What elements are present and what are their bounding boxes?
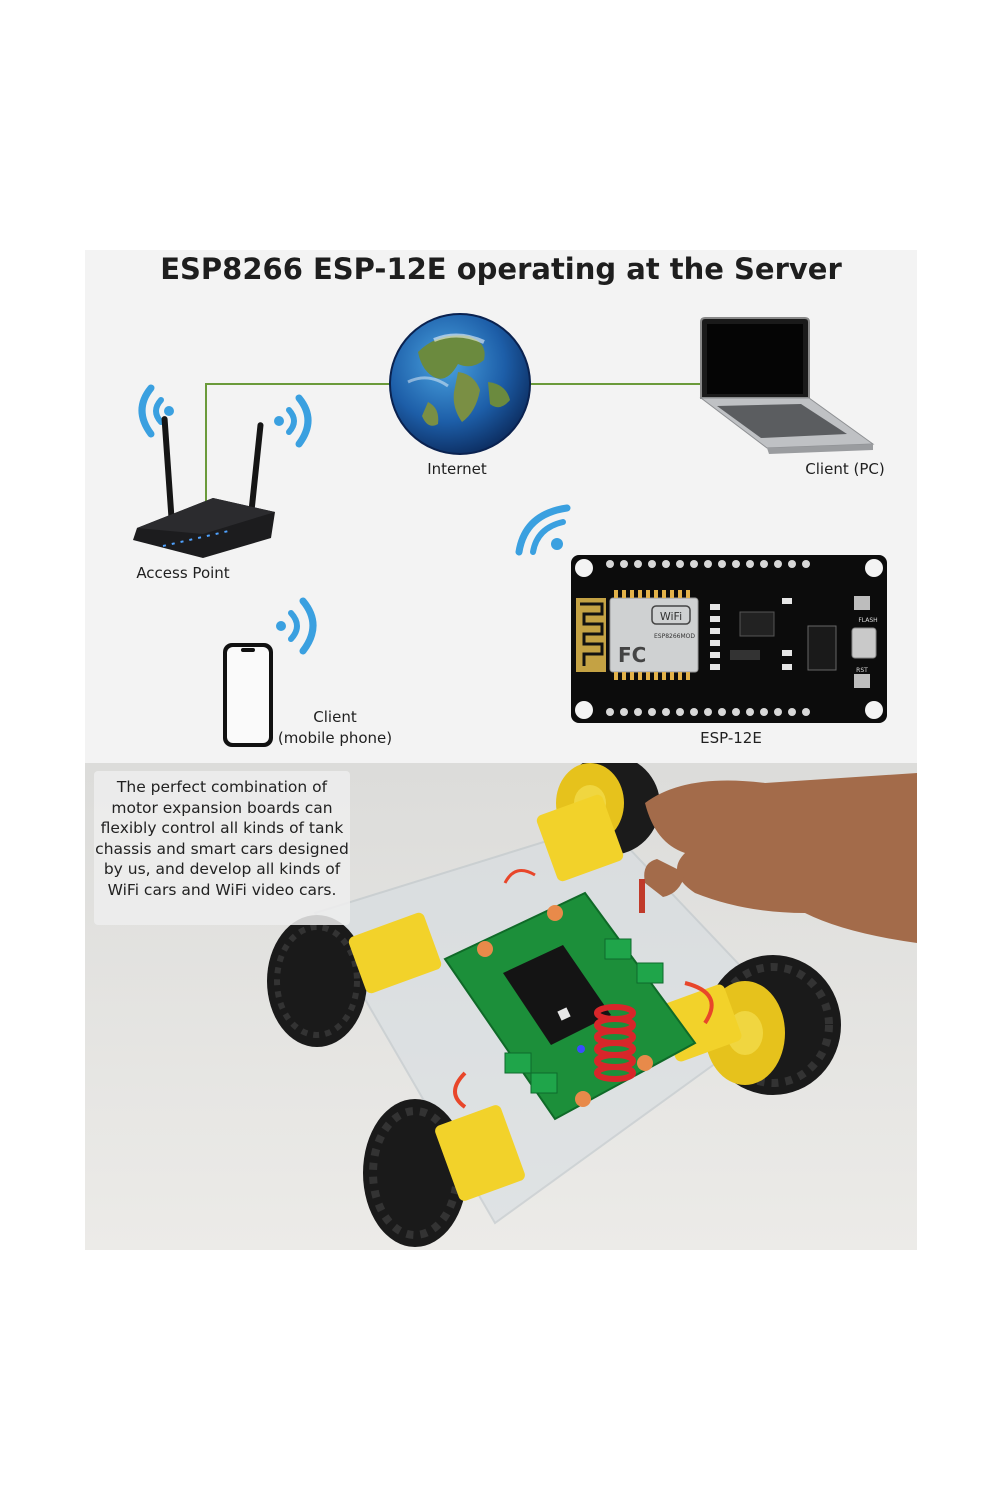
caption-text: The perfect combination of motor expansi… bbox=[95, 778, 349, 899]
client-mobile-label-line1: Client bbox=[313, 708, 357, 726]
laptop-icon bbox=[699, 317, 875, 454]
smart-car-photo: The perfect combination of motor expansi… bbox=[85, 763, 917, 1250]
wheel-right bbox=[705, 955, 841, 1095]
mobile-phone-icon bbox=[223, 597, 317, 747]
board-wifi-text: WiFi bbox=[660, 610, 682, 623]
board-fc-text: FC bbox=[618, 643, 646, 667]
caption-box: The perfect combination of motor expansi… bbox=[94, 771, 350, 925]
board-model-text: ESP8266MOD bbox=[654, 633, 695, 640]
network-diagram-panel: ESP8266 ESP-12E operating at the Server … bbox=[85, 250, 917, 763]
router-to-internet-line bbox=[205, 383, 395, 550]
wheel-left bbox=[267, 915, 367, 1047]
board-flash-text: FLASH bbox=[858, 617, 877, 624]
esp-wifi-icon bbox=[515, 504, 571, 556]
access-point-label: Access Point bbox=[136, 564, 230, 582]
esp12e-board-icon: WiFi ESP8266MOD FC FLASH RST bbox=[571, 555, 887, 723]
router-icon bbox=[133, 384, 312, 558]
globe-icon bbox=[389, 313, 531, 455]
board-rst-text: RST bbox=[856, 667, 868, 674]
esp12e-label: ESP-12E bbox=[700, 729, 762, 747]
diagram-title: ESP8266 ESP-12E operating at the Server bbox=[160, 252, 842, 286]
client-pc-label: Client (PC) bbox=[805, 460, 885, 478]
internet-label: Internet bbox=[427, 460, 487, 478]
connection-lines bbox=[205, 383, 700, 550]
client-mobile-label-line2: (mobile phone) bbox=[277, 729, 393, 747]
